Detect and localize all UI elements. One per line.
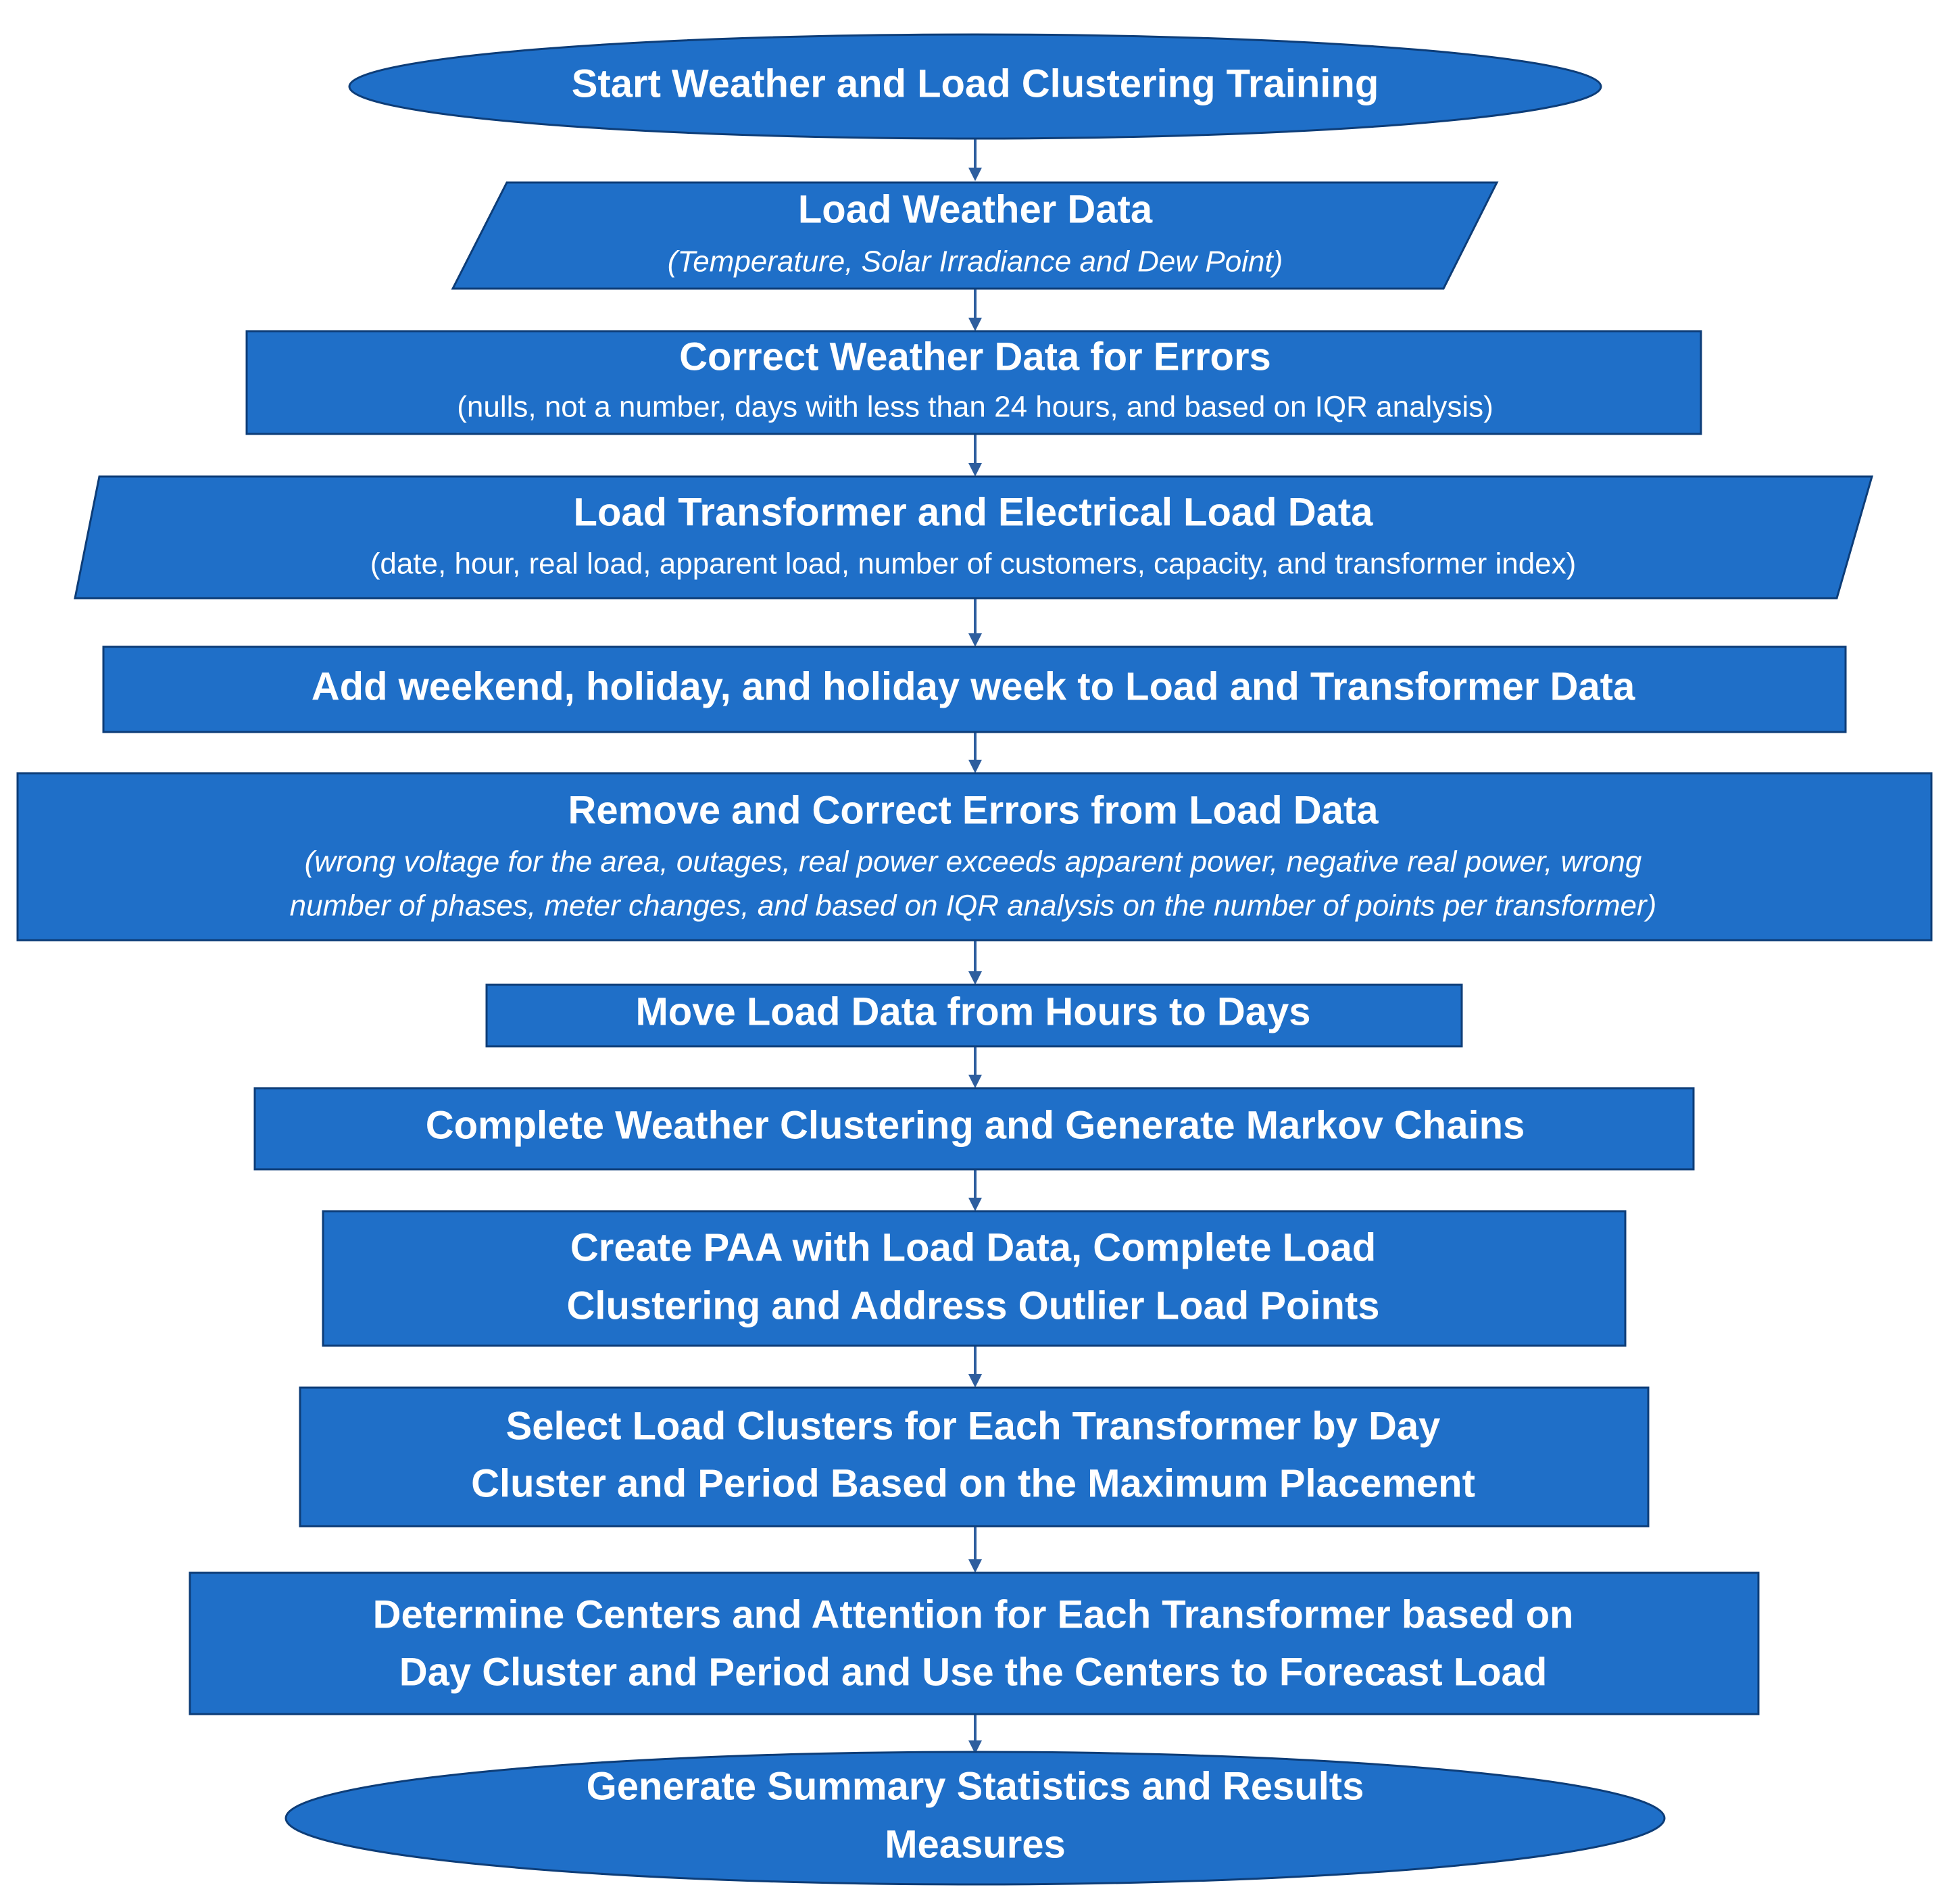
- move-hours-to-days-title: Move Load Data from Hours to Days: [635, 990, 1310, 1033]
- start-node: Start Weather and Load Clustering Traini…: [348, 33, 1602, 140]
- generate-summary-title-line-1: Generate Summary Statistics and Results: [587, 1764, 1364, 1808]
- arrow-1-head: [968, 168, 982, 181]
- weather-clustering-title: Complete Weather Clustering and Generate…: [426, 1103, 1525, 1147]
- arrow-3-head: [968, 463, 982, 477]
- arrow-5-head: [968, 760, 982, 773]
- determine-centers-node: Determine Centers and Attention for Each…: [189, 1571, 1760, 1715]
- arrow-6-head: [968, 971, 982, 985]
- create-paa-title-line-1: Create PAA with Load Data, Complete Load: [570, 1225, 1376, 1269]
- start-ellipse: [348, 33, 1602, 140]
- select-load-clusters-title-line-2: Cluster and Period Based on the Maximum …: [471, 1461, 1475, 1505]
- select-load-clusters-shape: [299, 1386, 1650, 1528]
- add-weekend-holiday-title: Add weekend, holiday, and holiday week t…: [312, 664, 1635, 708]
- select-load-clusters-title-line-1: Select Load Clusters for Each Transforme…: [506, 1404, 1441, 1448]
- connectors: [968, 139, 982, 1754]
- generate-summary-ellipse: [285, 1751, 1666, 1886]
- generate-summary-node: Generate Summary Statistics and Results …: [285, 1751, 1666, 1886]
- correct-weather-data-node: Correct Weather Data for Errors (nulls, …: [245, 330, 1702, 435]
- select-load-clusters-node: Select Load Clusters for Each Transforme…: [299, 1386, 1650, 1528]
- move-hours-to-days-node: Move Load Data from Hours to Days: [485, 983, 1463, 1048]
- move-hours-to-days-shape: [485, 983, 1463, 1048]
- arrow-7-head: [968, 1075, 982, 1088]
- load-transformer-data-title: Load Transformer and Electrical Load Dat…: [574, 490, 1374, 534]
- add-weekend-holiday-shape: [102, 645, 1847, 733]
- load-weather-data-node: Load Weather Data (Temperature, Solar Ir…: [451, 181, 1499, 290]
- load-weather-data-shape: [451, 181, 1499, 290]
- create-paa-node: Create PAA with Load Data, Complete Load…: [322, 1210, 1627, 1347]
- determine-centers-title-line-2: Day Cluster and Period and Use the Cente…: [399, 1650, 1548, 1694]
- correct-weather-data-title: Correct Weather Data for Errors: [679, 335, 1271, 379]
- start-title: Start Weather and Load Clustering Traini…: [572, 62, 1379, 105]
- arrow-8-head: [968, 1198, 982, 1211]
- create-paa-shape: [322, 1210, 1627, 1347]
- load-weather-data-title: Load Weather Data: [798, 187, 1153, 231]
- remove-correct-errors-subtitle-line-2: number of phases, meter changes, and bas…: [290, 889, 1657, 923]
- load-weather-data-subtitle: (Temperature, Solar Irradiance and Dew P…: [668, 245, 1283, 278]
- arrow-4-head: [968, 633, 982, 647]
- create-paa-title-line-2: Clustering and Address Outlier Load Poin…: [566, 1284, 1379, 1327]
- arrow-9-head: [968, 1374, 982, 1388]
- determine-centers-title-line-1: Determine Centers and Attention for Each…: [373, 1592, 1574, 1636]
- remove-correct-errors-subtitle-line-1: (wrong voltage for the area, outages, re…: [305, 846, 1642, 879]
- generate-summary-title-line-2: Measures: [885, 1822, 1066, 1866]
- arrow-10-head: [968, 1559, 982, 1573]
- correct-weather-data-shape: [245, 330, 1702, 435]
- load-transformer-data-subtitle: (date, hour, real load, apparent load, n…: [370, 547, 1577, 581]
- correct-weather-data-subtitle: (nulls, not a number, days with less tha…: [457, 391, 1493, 424]
- arrow-11-head: [968, 1740, 982, 1754]
- determine-centers-shape: [189, 1571, 1760, 1715]
- arrow-2-head: [968, 318, 982, 331]
- remove-correct-errors-shape: [16, 772, 1933, 942]
- load-transformer-data-node: Load Transformer and Electrical Load Dat…: [74, 475, 1873, 600]
- weather-clustering-shape: [253, 1087, 1695, 1171]
- load-transformer-data-shape: [74, 475, 1873, 600]
- weather-clustering-node: Complete Weather Clustering and Generate…: [253, 1087, 1695, 1171]
- add-weekend-holiday-node: Add weekend, holiday, and holiday week t…: [102, 645, 1847, 733]
- remove-correct-errors-title: Remove and Correct Errors from Load Data: [568, 788, 1379, 832]
- remove-correct-errors-node: Remove and Correct Errors from Load Data…: [16, 772, 1933, 942]
